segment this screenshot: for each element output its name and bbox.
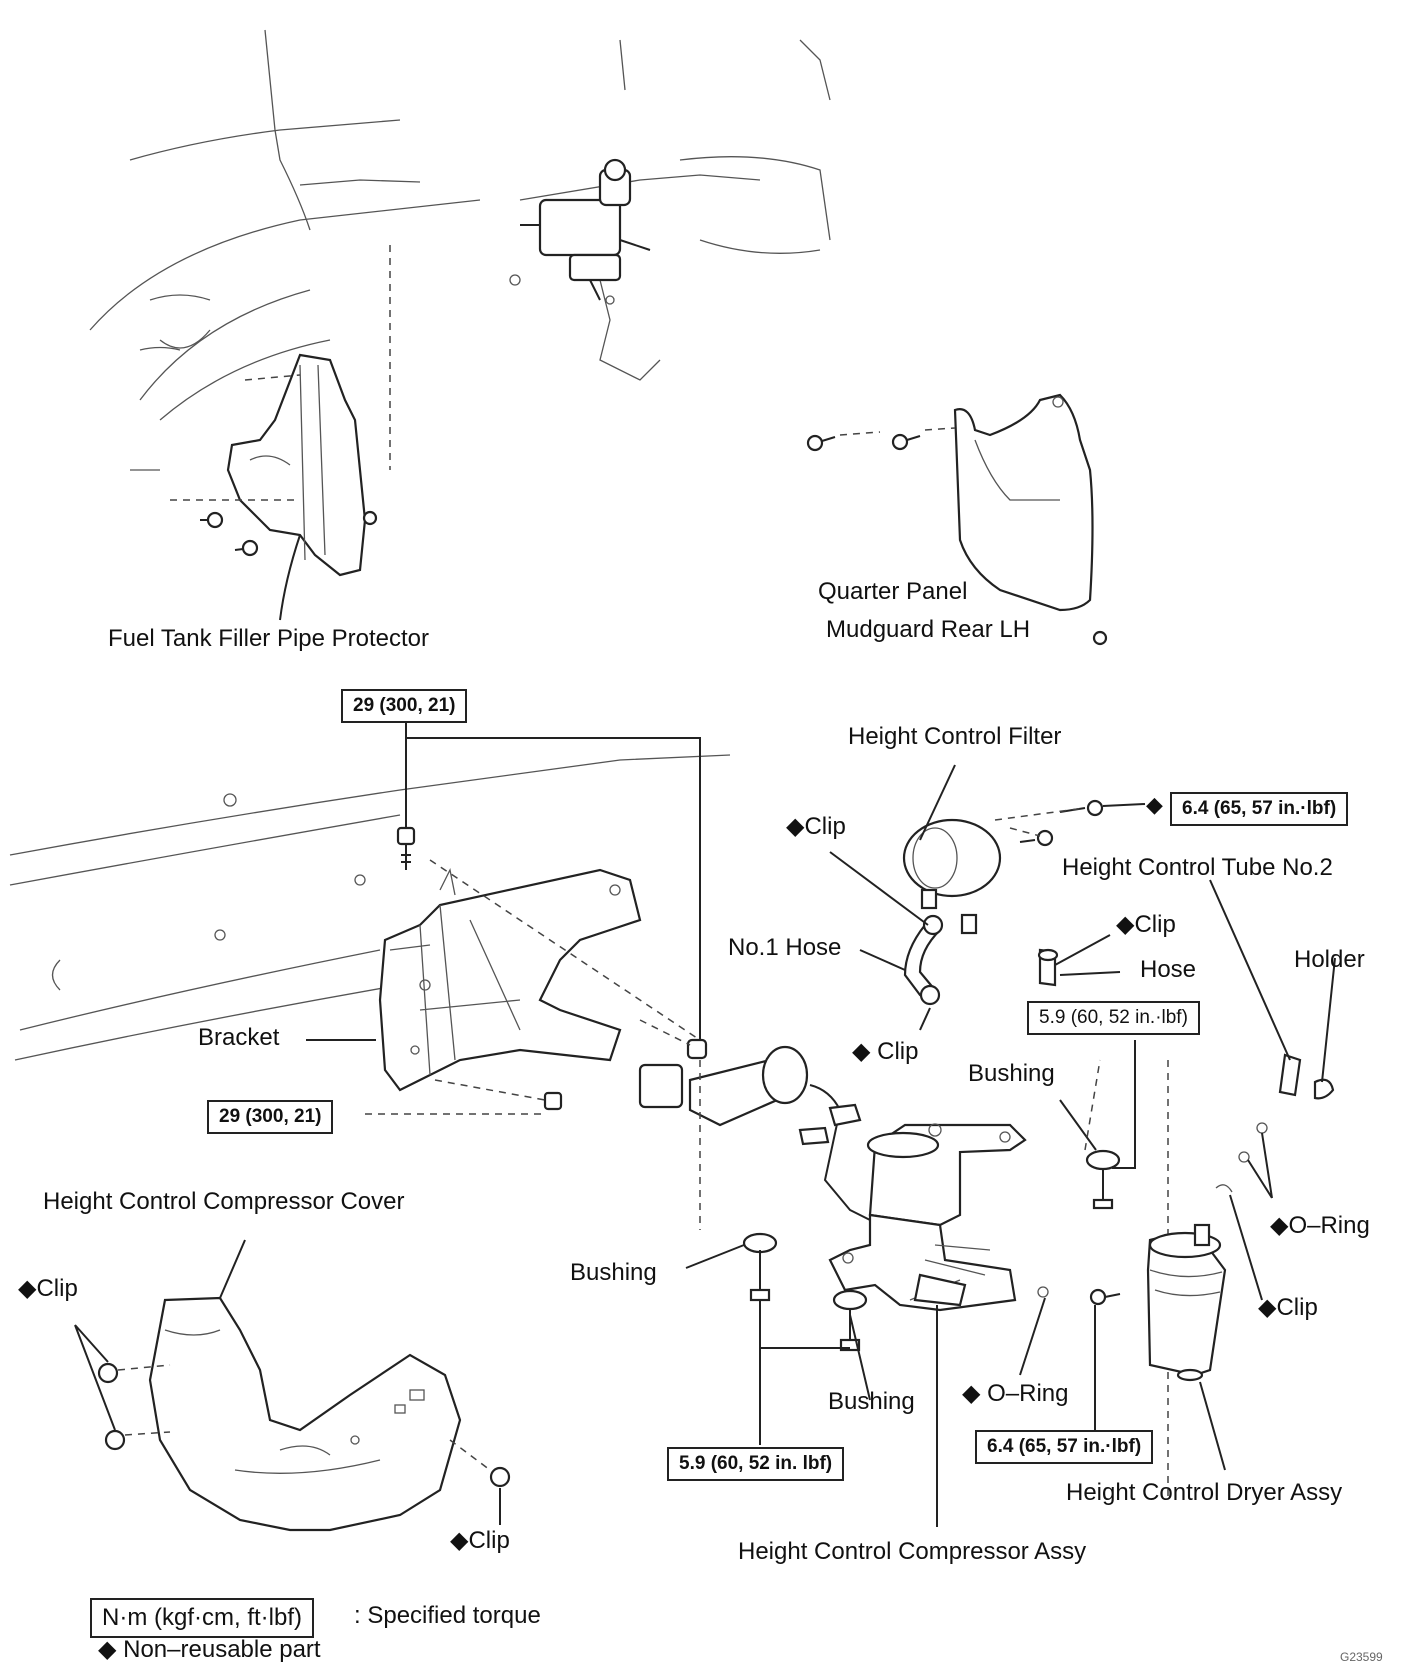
- bracket-leader: [306, 1039, 376, 1041]
- label-quarter-panel: Quarter Panel: [818, 578, 968, 605]
- label-hose: Hose: [1140, 956, 1197, 983]
- no1-hose-part: [829, 851, 944, 1031]
- screw: [200, 510, 378, 557]
- bolts: [365, 716, 708, 1115]
- label-clip-lower-hose: ◆ Clip: [852, 1038, 919, 1065]
- fuel-protector-part: [170, 353, 378, 621]
- vehicle-body-outline: [89, 29, 831, 471]
- filter-bolts: [994, 799, 1146, 847]
- legend-nonreusable: ◆ Non–reusable part: [98, 1636, 321, 1663]
- label-bushing-left: Bushing: [570, 1259, 657, 1286]
- label-bushing-right: Bushing: [968, 1060, 1055, 1087]
- label-no1-hose: No.1 Hose: [728, 934, 842, 961]
- torque-5-9-hose: 5.9 (60, 52 in.·lbf): [1027, 1001, 1200, 1035]
- torque-29-bottom: 29 (300, 21): [207, 1100, 334, 1134]
- label-clip-cover-left: ◆Clip: [18, 1275, 78, 1302]
- label-o-ring-compressor: ◆ O–Ring: [962, 1380, 1069, 1407]
- label-holder: Holder: [1294, 946, 1365, 973]
- marker-nonreusable: ◆: [1146, 792, 1163, 817]
- legend-torque-unit: N·m (kgf·cm, ft·lbf): [90, 1598, 314, 1638]
- torque-5-9-bottom: 5.9 (60, 52 in. lbf): [667, 1447, 845, 1481]
- label-bracket: Bracket: [198, 1024, 280, 1051]
- height-filter-part: [902, 764, 1002, 935]
- clip-fastener: [97, 1362, 511, 1488]
- torque-29-top: 29 (300, 21): [341, 689, 468, 723]
- label-clip-cover-right: ◆Clip: [450, 1527, 510, 1554]
- filler-neck-assembly: [509, 158, 651, 305]
- frame-rails: [9, 754, 731, 1061]
- legend-torque-desc: : Specified torque: [354, 1602, 541, 1629]
- o-rings: [1019, 1122, 1273, 1435]
- mudguard-part: [806, 393, 1108, 646]
- label-bushing-bottom: Bushing: [828, 1388, 915, 1415]
- label-dryer-assy: Height Control Dryer Assy: [1066, 1479, 1343, 1506]
- dryer-part: [1146, 1223, 1227, 1471]
- hose-part: [1037, 934, 1121, 987]
- compressor-part: [828, 1123, 1027, 1527]
- label-fuel-protector: Fuel Tank Filler Pipe Protector: [108, 625, 430, 652]
- bracket-part: [378, 868, 642, 1092]
- label-clip-filter-hose: ◆Clip: [786, 813, 846, 840]
- label-clip-hose: ◆Clip: [1116, 911, 1176, 938]
- label-compressor-cover: Height Control Compressor Cover: [43, 1188, 405, 1215]
- connector-harness: [638, 1045, 871, 1221]
- label-mudguard-rear-lh: Mudguard Rear LH: [826, 616, 1031, 643]
- label-compressor-assy: Height Control Compressor Assy: [738, 1538, 1087, 1565]
- figure-code: G23599: [1340, 1650, 1383, 1664]
- tube-holder-part: [1209, 879, 1336, 1100]
- label-tube-no2: Height Control Tube No.2: [1062, 854, 1333, 881]
- torque-6-4-bottom: 6.4 (65, 57 in.·lbf): [975, 1430, 1154, 1464]
- compressor-cover-part: [74, 1239, 511, 1532]
- label-clip-dryer: ◆Clip: [1258, 1294, 1318, 1321]
- bushings: [685, 1040, 1169, 1500]
- torque-6-4-top: 6.4 (65, 57 in.·lbf): [1170, 792, 1349, 826]
- label-height-filter: Height Control Filter: [848, 723, 1062, 750]
- screw: [806, 433, 1108, 646]
- label-o-ring-right: ◆O–Ring: [1270, 1212, 1370, 1239]
